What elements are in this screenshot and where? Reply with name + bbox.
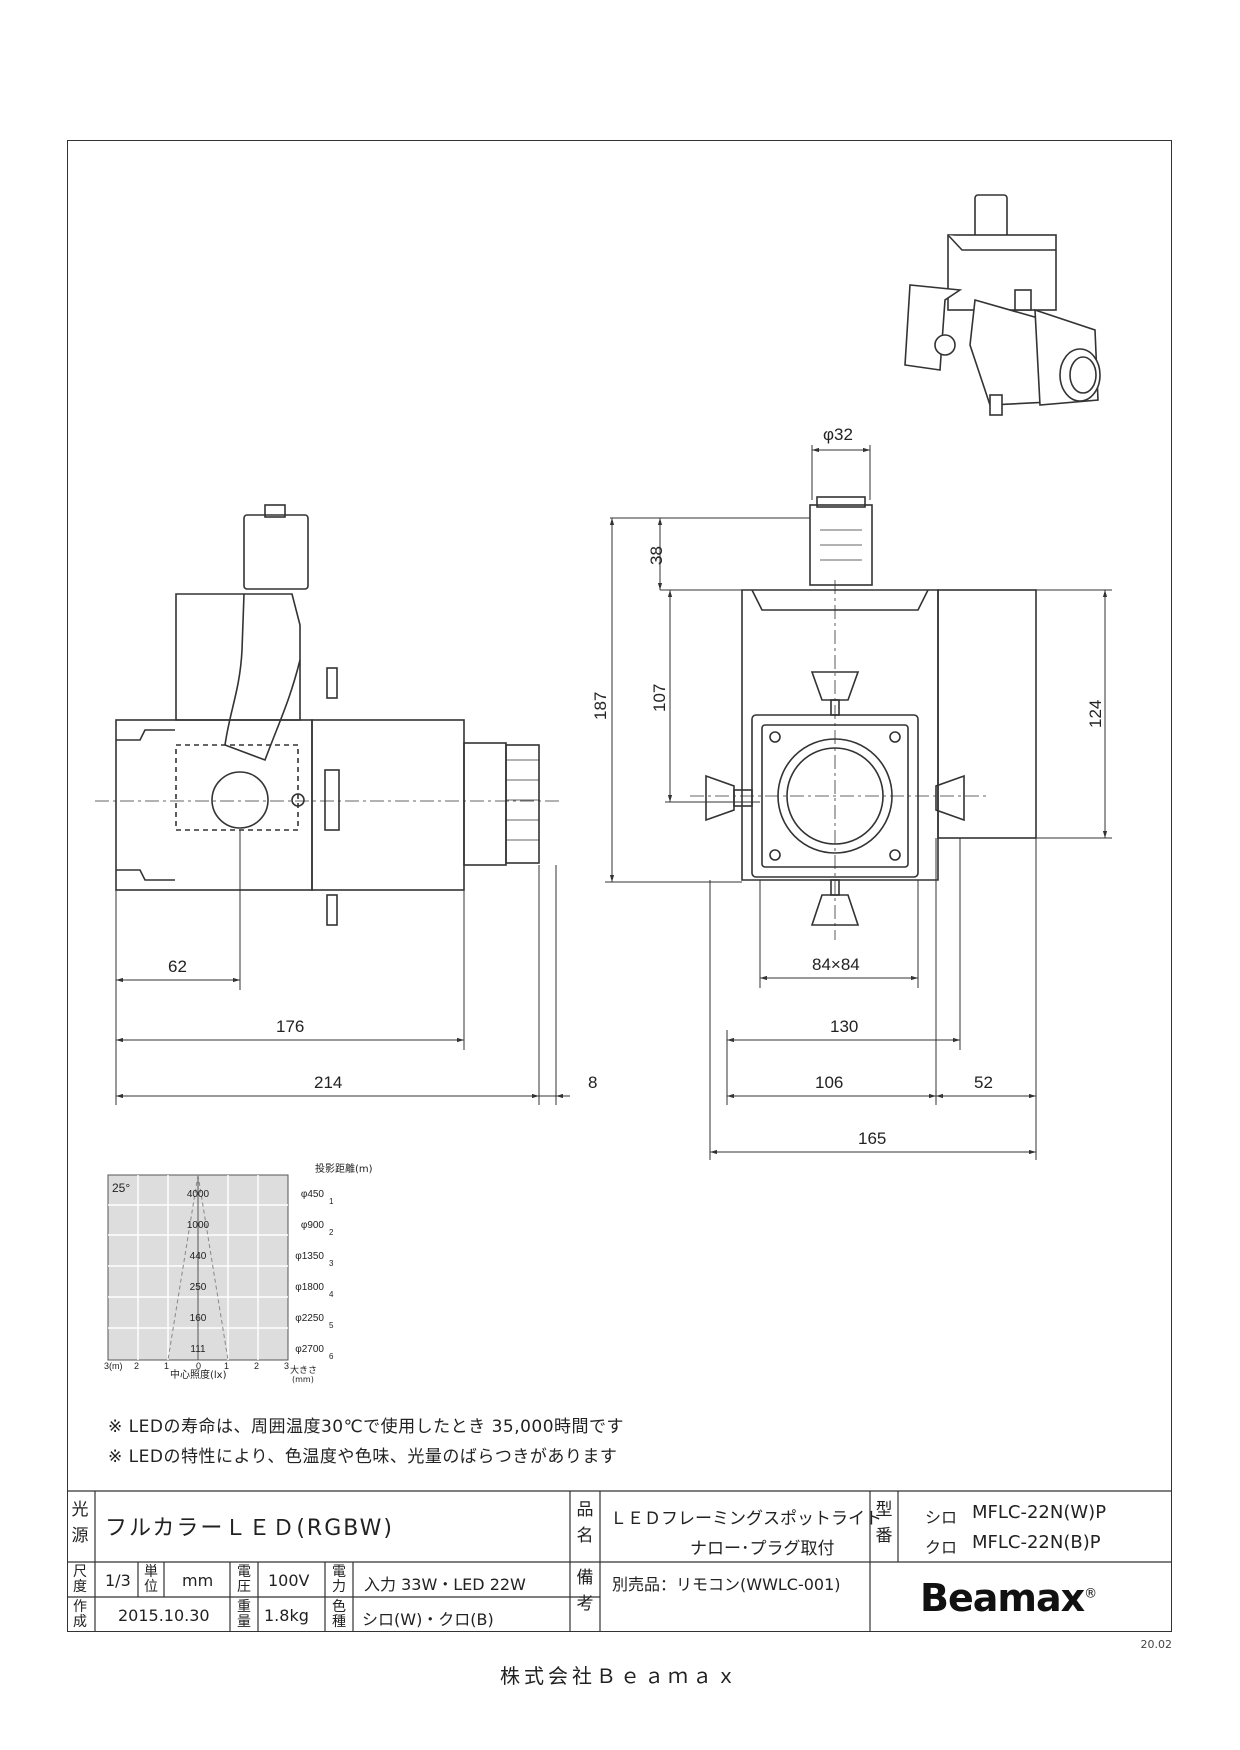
beam-scale-0: 3(m): [104, 1361, 123, 1371]
label-weight: 重量: [237, 1599, 251, 1630]
dim-124: 124: [1086, 700, 1105, 728]
dimension-lines: [115, 445, 1112, 1160]
value-weight: 1.8kg: [264, 1606, 309, 1625]
beam-lux-header: 中心照度(lx): [170, 1368, 227, 1381]
beam-distance-4: 5: [329, 1321, 334, 1330]
dim-176: 176: [276, 1017, 304, 1036]
value-date: 2015.10.30: [118, 1606, 210, 1625]
beam-lux-1: 1000: [187, 1220, 210, 1231]
beam-scale-4: 1: [224, 1361, 229, 1371]
beam-distance-3: 4: [329, 1290, 334, 1299]
value-unit: mm: [182, 1571, 214, 1590]
beam-diameter-5: φ2700: [295, 1344, 324, 1355]
beam-lux-2: 440: [190, 1251, 207, 1262]
title-block-grid: [67, 1490, 1172, 1632]
dim-52: 52: [974, 1073, 993, 1092]
label-model: 型番: [875, 1500, 893, 1546]
dim-187: 187: [591, 692, 610, 720]
dim-38: 38: [647, 546, 666, 565]
value-light-source: フルカラーＬＥＤ(RGBW): [105, 1516, 394, 1541]
label-power: 電力: [332, 1564, 346, 1595]
label-voltage: 電圧: [237, 1564, 251, 1595]
label-scale: 尺度: [73, 1564, 87, 1595]
beam-diameter-1: φ900: [301, 1220, 325, 1231]
dim-8: 8: [588, 1073, 597, 1092]
dim-62: 62: [168, 957, 187, 976]
value-product-name-2: ナロー･プラグ取付: [690, 1539, 835, 1559]
dim-214: 214: [314, 1073, 342, 1092]
value-voltage: 100V: [268, 1571, 310, 1590]
beam-scale-5: 2: [254, 1361, 259, 1371]
model-black: MFLC-22N(B)P: [972, 1532, 1101, 1553]
beam-diameter-4: φ2250: [295, 1313, 324, 1324]
label-color: 色種: [332, 1599, 346, 1630]
perspective-view: [904, 194, 1101, 416]
value-product-name-1: ＬＥＤフレーミングスポットライト: [610, 1509, 882, 1529]
beam-lux-3: 250: [190, 1282, 207, 1293]
model-white: MFLC-22N(W)P: [972, 1502, 1107, 1523]
label-light-source: 光源: [71, 1500, 89, 1546]
beam-scale-6: 3: [284, 1361, 289, 1371]
dim-107: 107: [650, 684, 669, 712]
side-view: [95, 504, 560, 926]
label-product-name: 品名: [576, 1500, 594, 1546]
value-color: シロ(W)・クロ(B): [362, 1610, 494, 1629]
value-scale: 1/3: [105, 1571, 131, 1590]
beamax-logo: Beamax®: [920, 1576, 1097, 1620]
beam-distance-1: 2: [329, 1228, 334, 1237]
drawing-frame: [67, 140, 1172, 1632]
beam-distance-0: 1: [329, 1197, 334, 1206]
value-remarks: 別売品：リモコン(WWLC-001): [612, 1575, 841, 1594]
beam-lux-0: 4000: [187, 1189, 210, 1200]
dim-165: 165: [858, 1129, 886, 1148]
company-name: 株式会社Ｂｅａｍａｘ: [500, 1664, 740, 1688]
beam-size-header-2: (mm): [292, 1375, 314, 1384]
beam-scale-1: 2: [134, 1361, 139, 1371]
dim-106: 106: [815, 1073, 843, 1092]
beam-diameter-2: φ1350: [295, 1251, 324, 1262]
beam-distance-5: 6: [329, 1352, 334, 1361]
beam-diameter-3: φ1800: [295, 1282, 324, 1293]
dimension-labels: φ32 38 187 107 124 62 176 214 8 84×84 13…: [168, 425, 1105, 1148]
dim-130: 130: [830, 1017, 858, 1036]
beam-lux-4: 160: [190, 1313, 207, 1324]
value-power: 入力 33W・LED 22W: [364, 1575, 526, 1594]
beam-angle: 25°: [112, 1181, 130, 1195]
dim-phi32: φ32: [823, 425, 853, 444]
beam-distance-header: 投影距離(m): [315, 1162, 373, 1175]
beam-diameter-0: φ450: [301, 1189, 325, 1200]
beam-distance-2: 3: [329, 1259, 334, 1268]
beam-scale-3: 0: [196, 1361, 201, 1371]
note-variation: ※ LEDの特性により、色温度や色味、光量のばらつきがあります: [108, 1447, 618, 1467]
label-unit: 単位: [144, 1564, 158, 1595]
label-remarks: 備考: [576, 1568, 594, 1614]
beam-scale-2: 1: [164, 1361, 169, 1371]
front-view: [690, 496, 1037, 940]
model-white-color: シロ: [925, 1508, 958, 1527]
model-black-color: クロ: [925, 1538, 958, 1557]
beam-size-header-1: 大きさ: [290, 1364, 317, 1376]
note-lifetime: ※ LEDの寿命は、周囲温度30℃で使用したとき 35,000時間です: [108, 1417, 625, 1437]
beam-lux-5: 111: [190, 1344, 206, 1355]
revision: 20.02: [1140, 1638, 1173, 1651]
dim-84x84: 84×84: [812, 955, 860, 974]
label-date: 作成: [73, 1599, 87, 1630]
